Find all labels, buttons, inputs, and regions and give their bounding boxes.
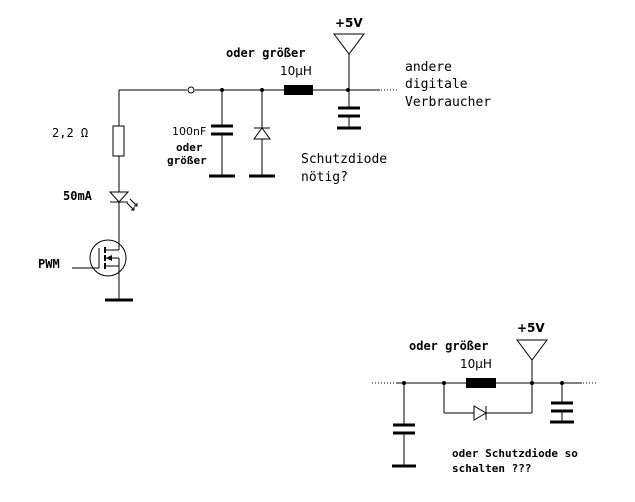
vcc-symbol-top bbox=[333, 33, 365, 90]
led bbox=[108, 191, 138, 240]
other-consumers-line2: digitale bbox=[405, 77, 468, 92]
alternative-question-line2: schalten ??? bbox=[452, 462, 531, 475]
vcc-symbol-bottom bbox=[516, 339, 548, 383]
or-larger-label-bottom: oder größer bbox=[409, 339, 488, 353]
decoupling-capacitor-top bbox=[337, 90, 361, 130]
bypass-capacitor-bottom bbox=[392, 383, 416, 468]
decoupling-capacitor-bottom bbox=[550, 383, 574, 424]
other-consumers-line1: andere bbox=[405, 60, 452, 75]
capacitor-value: 100nF bbox=[172, 125, 206, 138]
alternative-question-line1: oder Schutzdiode so bbox=[452, 447, 578, 460]
capacitor-larger-label: größer bbox=[167, 154, 207, 167]
protection-question-line1: Schutzdiode bbox=[301, 152, 387, 167]
protection-diode-top bbox=[249, 90, 275, 178]
inductor-bottom bbox=[466, 378, 496, 388]
capacitor-or-label: oder bbox=[176, 141, 203, 154]
vcc-label-top: +5V bbox=[335, 16, 363, 30]
or-larger-label-top: oder größer bbox=[226, 46, 305, 60]
pwm-label: PWM bbox=[38, 257, 60, 271]
led-current-label: 50mA bbox=[63, 189, 93, 203]
vcc-label-bottom: +5V bbox=[517, 321, 545, 335]
resistor bbox=[112, 125, 125, 157]
inductor-value-bottom: 10µH bbox=[460, 357, 492, 371]
parallel-diode-bottom bbox=[443, 383, 533, 421]
mosfet-transistor bbox=[72, 239, 133, 302]
protection-question-line2: nötig? bbox=[301, 170, 348, 185]
connection-terminal bbox=[187, 86, 195, 94]
inductor-top bbox=[284, 85, 313, 95]
inductor-value-top: 10µH bbox=[280, 64, 312, 78]
other-consumers-line3: Verbraucher bbox=[405, 95, 491, 110]
resistor-value: 2,2 Ω bbox=[52, 126, 88, 140]
bypass-capacitor bbox=[209, 90, 235, 178]
